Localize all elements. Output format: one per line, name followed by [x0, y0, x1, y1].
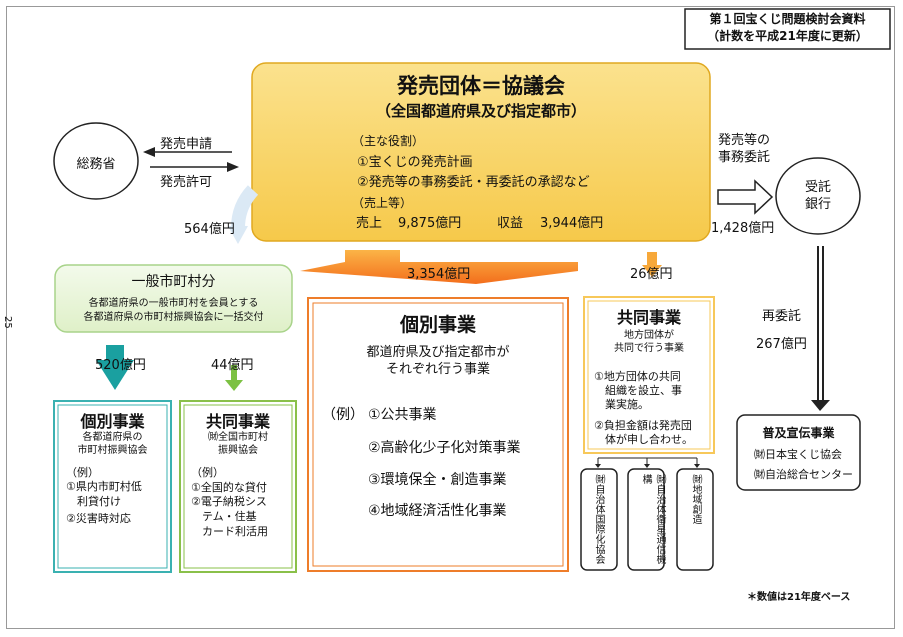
muni-joint-item1: ①全国的な貸付: [191, 481, 267, 494]
promo-org1: ㈶日本宝くじ協会: [754, 448, 842, 461]
sales-label: 売上: [356, 216, 383, 231]
muni-individual-item1: ①県内市町村低 利貸付け: [66, 480, 142, 508]
individual-sub: 都道府県及び指定都市が それぞれ行う事業: [366, 345, 510, 377]
org3-box: [676, 468, 714, 571]
re-consign-amount: 267億円: [756, 337, 807, 352]
main-box: [251, 62, 711, 242]
header-line1: 第１回宝くじ問題検討会資料: [709, 12, 866, 26]
muni-individual-sub: 各都道府県の 市町村振興協会: [77, 432, 148, 456]
role-1: ①宝くじの発売計画: [357, 155, 473, 170]
bank-ellipse: [775, 157, 861, 235]
flow-muni-joint: 44億円: [211, 358, 254, 373]
muni-joint-title: 共同事業: [205, 412, 270, 431]
apply-label: 発売申請: [160, 137, 213, 152]
consign-label: 発売等の 事務委託: [718, 133, 771, 165]
muni-individual-title: 個別事業: [80, 412, 145, 431]
joint-box: [583, 296, 715, 454]
flow-municipal: 564億円: [184, 222, 235, 237]
ministry-ellipse: [53, 122, 139, 200]
flow-individual: 3,354億円: [407, 267, 471, 282]
re-consign-label: 再委託: [762, 309, 802, 324]
individual-item1: ①公共事業: [368, 407, 437, 423]
promo-title: 普及宣伝事業: [762, 426, 835, 440]
joint-item1: ①地方団体の共同 組織を設立、事 業実施。: [594, 370, 682, 411]
profit-value: 3,944億円: [540, 216, 604, 231]
org1-label: ㈶自治体国際化協会: [593, 474, 604, 564]
muni-individual-box: [53, 400, 172, 573]
org2-label: ㈶自治体衛星通信機構: [640, 474, 665, 564]
bank-name: 受託 銀行: [804, 180, 831, 212]
header-box: [684, 8, 891, 50]
role-2: ②発売等の事務委託・再委託の承認など: [357, 175, 590, 190]
muni-joint-box: [179, 400, 297, 573]
muni-joint-example: （例）: [191, 466, 224, 479]
role-heading: （主な役割）: [352, 134, 425, 148]
profit-label: 収益: [497, 216, 524, 231]
individual-title: 個別事業: [399, 314, 476, 336]
consign-arrow: [717, 179, 774, 215]
permit-label: 発売許可: [160, 175, 213, 190]
main-subtitle: （全国都道府県及び指定都市）: [375, 102, 586, 120]
org2-box: [627, 468, 665, 571]
joint-sub: 地方団体が 共同で行う事業: [614, 330, 684, 354]
ministry-name: 総務省: [76, 157, 116, 172]
bank-amount: 1,428億円: [711, 221, 775, 236]
muni-joint-sub: ㈶全国市町村 振興協会: [208, 432, 268, 456]
page-number: 25: [2, 316, 13, 329]
slide-frame: [6, 6, 895, 629]
joint-item2: ②負担金額は発売団 体が申し合わせ。: [594, 419, 693, 446]
org3-label: ㈶地域創造: [690, 474, 701, 524]
individual-box: [307, 297, 569, 572]
municipal-box: [54, 264, 293, 333]
joint-title: 共同事業: [616, 308, 681, 327]
flow-joint: 26億円: [630, 267, 673, 282]
flow-muni-individual: 520億円: [95, 358, 146, 373]
big-orange-arrow: [300, 250, 578, 284]
sales-value: 9,875億円: [398, 216, 462, 231]
sales-heading: （売上等）: [352, 196, 413, 210]
org1-box: [580, 468, 618, 571]
individual-example: （例）: [322, 407, 364, 423]
header-line2: （計数を平成21年度に更新）: [707, 29, 868, 43]
promo-box: [736, 414, 861, 491]
muni-individual-item2: ②災害時対応: [66, 512, 131, 525]
main-title: 発売団体＝協議会: [397, 74, 565, 98]
individual-item2: ②高齢化少子化対策事業: [368, 440, 521, 456]
muni-joint-item2: ②電子納税シス テム・住基 カード利活用: [191, 495, 268, 538]
footnote: ＊数値は21年度ベース: [747, 592, 851, 603]
muni-individual-example: （例）: [66, 466, 99, 479]
promo-org2: ㈶自治総合センター: [754, 468, 853, 481]
individual-item3: ③環境保全・創造事業: [368, 472, 507, 488]
municipal-title: 一般市町村分: [131, 274, 216, 290]
municipal-desc: 各都道府県の一般市町村を会員とする 各都道府県の市町村振興協会に一括交付: [83, 298, 264, 323]
individual-item4: ④地域経済活性化事業: [368, 503, 507, 519]
